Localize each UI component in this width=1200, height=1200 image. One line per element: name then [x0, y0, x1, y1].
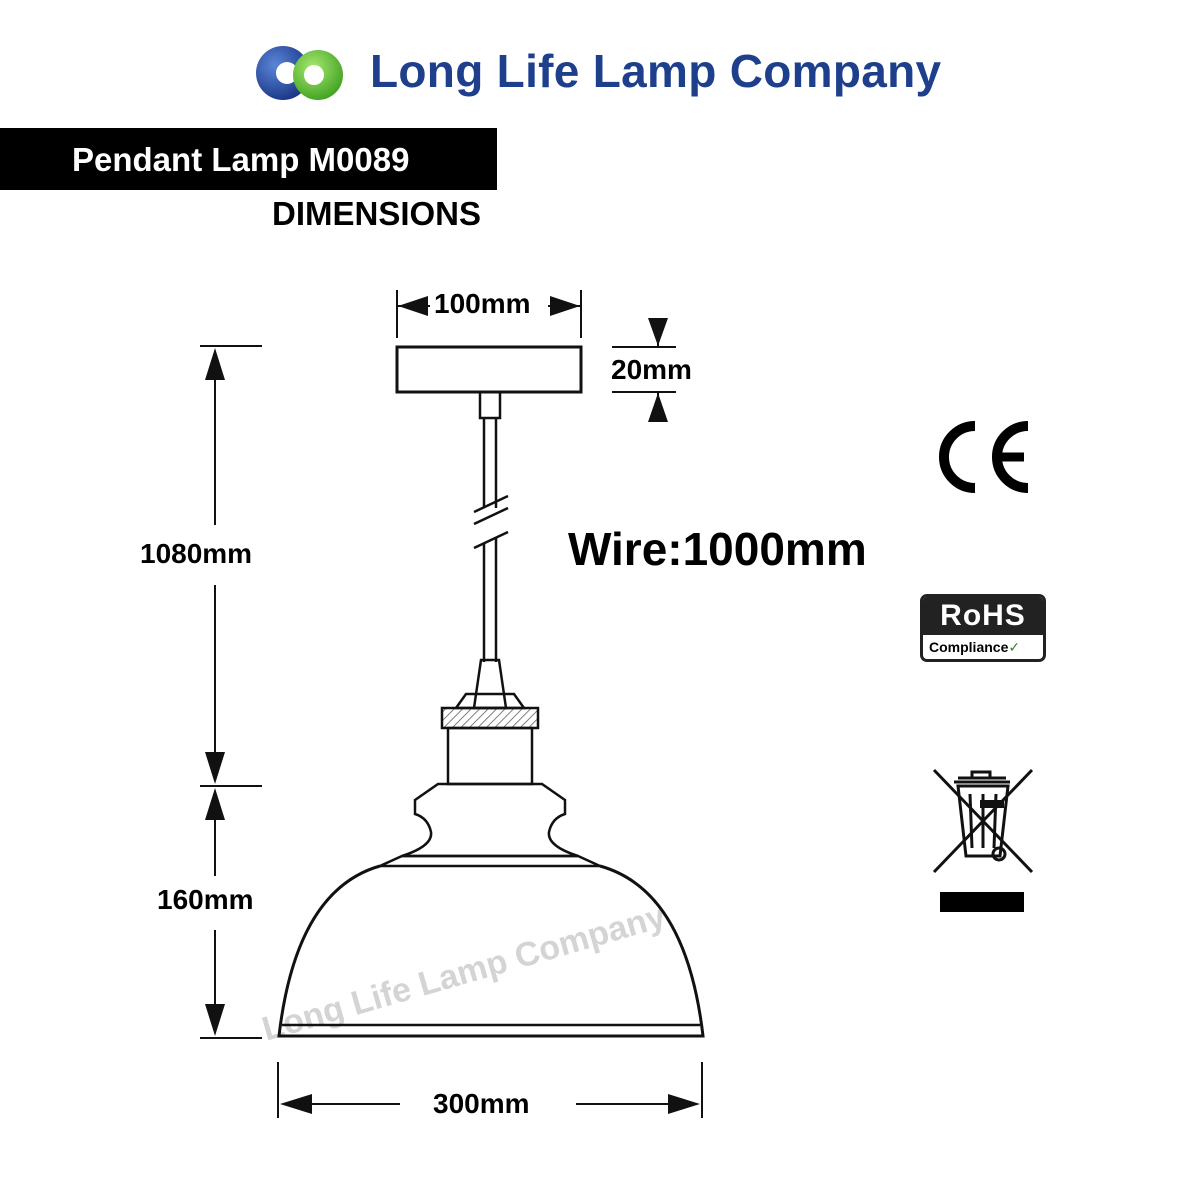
checkmark-icon: ✓ — [1008, 639, 1021, 655]
dim-label-base-width: 100mm — [434, 288, 531, 319]
socket-body — [446, 726, 534, 786]
socket-cap — [453, 692, 527, 710]
product-title: Pendant Lamp M0089 — [72, 141, 410, 178]
section-label: DIMENSIONS — [272, 195, 482, 232]
dim-label-base-height: 20mm — [611, 354, 692, 385]
wire-length-label: Wire:1000mm — [568, 523, 867, 575]
ce-mark-icon — [939, 421, 1029, 493]
rohs-subtitle-row: Compliance✓ — [923, 635, 1043, 659]
shade-neck — [401, 782, 579, 858]
dim-line-shade-height — [200, 788, 262, 1039]
shade-shoulder — [379, 854, 601, 868]
company-name: Long Life Lamp Company — [370, 45, 942, 97]
dim-label-shade-width: 300mm — [433, 1088, 530, 1119]
crossed-bin-weee-icon — [932, 768, 1034, 912]
wire — [473, 418, 509, 662]
canopy — [395, 345, 583, 394]
dim-label-shade-height: 160mm — [157, 884, 254, 915]
socket-ring — [440, 706, 540, 730]
title-bar — [0, 128, 497, 190]
dim-line-total-height — [200, 345, 262, 787]
rohs-compliance-icon: RoHS Compliance✓ — [920, 594, 1046, 662]
rohs-subtitle: Compliance — [929, 639, 1009, 655]
cord-grip — [472, 658, 508, 710]
dim-line-base-width — [396, 290, 582, 338]
dim-label-total-height: 1080mm — [140, 538, 253, 569]
dim-line-base-height — [612, 318, 676, 422]
brand-logo-icon — [256, 46, 343, 100]
rohs-title: RoHS — [923, 597, 1043, 635]
canopy-connector — [478, 390, 502, 420]
dim-line-shade-width — [277, 1062, 703, 1118]
shade-dome — [277, 864, 705, 1038]
